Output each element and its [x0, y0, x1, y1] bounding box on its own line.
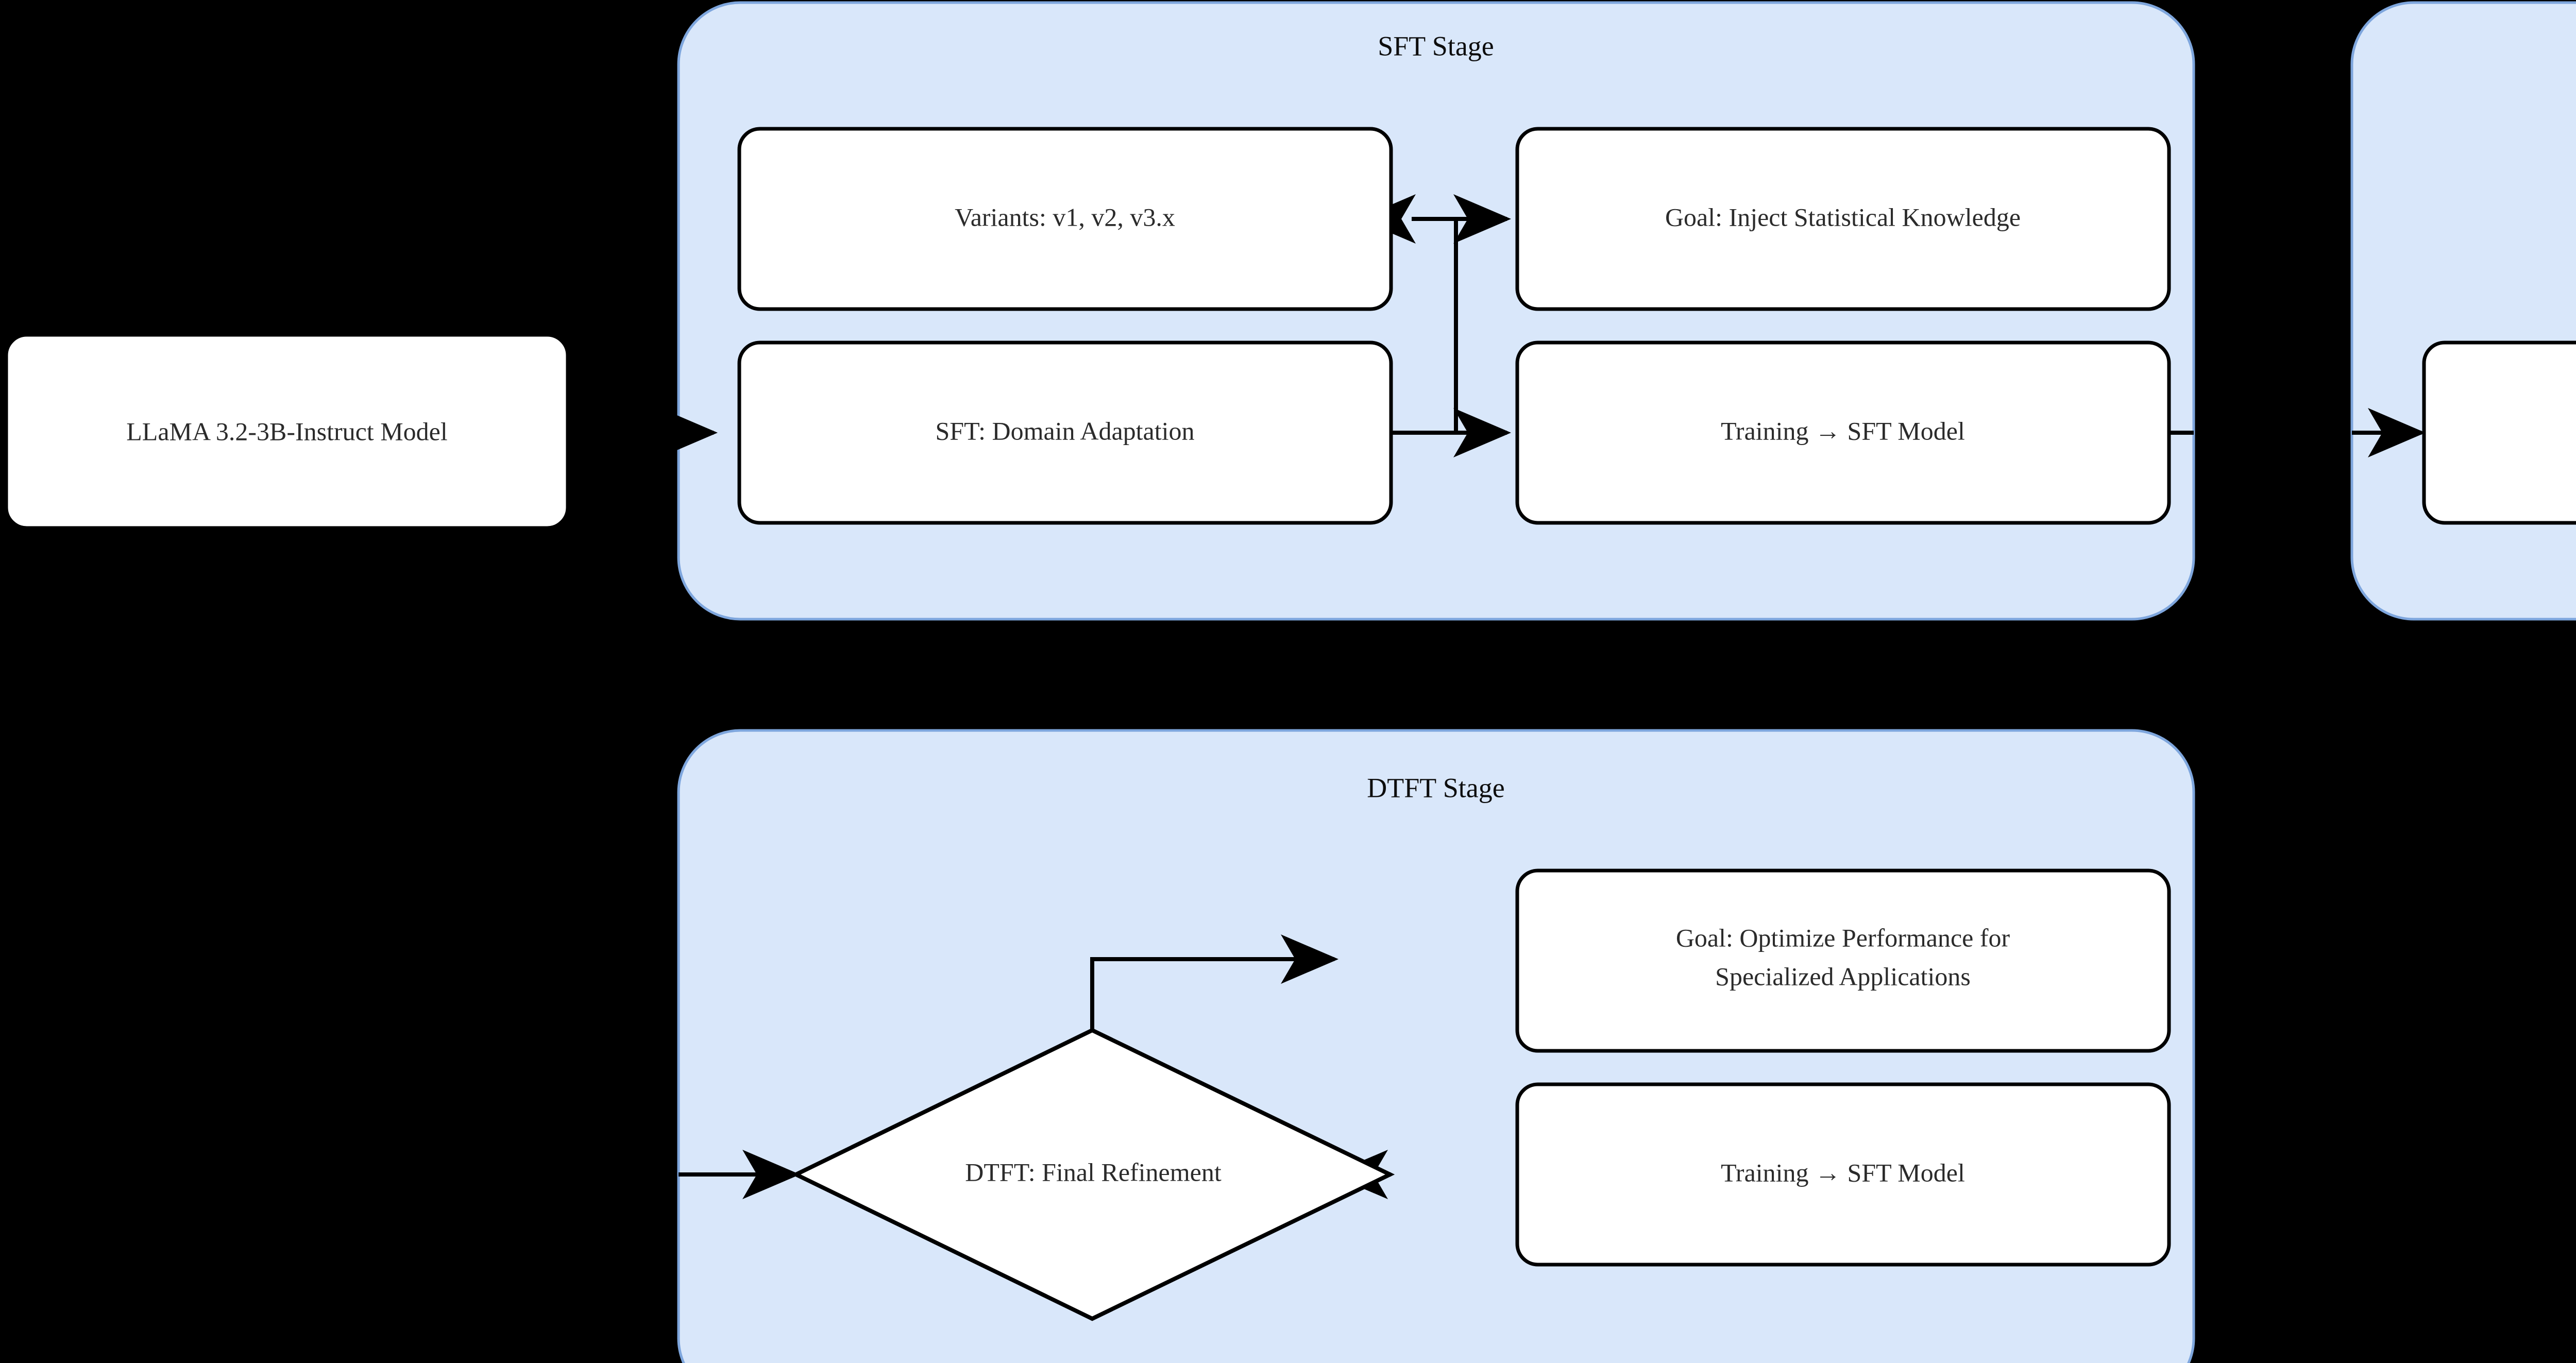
node-dtft-training[interactable]: Training → SFT Model [1515, 1082, 2171, 1267]
node-sft-process-label: SFT: Domain Adaptation [935, 416, 1194, 445]
node-dtft-decision-label: DTFT: Final Refinement [965, 1157, 1222, 1186]
edge-sft-process-to-sft-training [1391, 219, 1511, 457]
svg-text:SFT Stage: SFT Stage [1378, 30, 1494, 61]
node-sft-goal-label: Goal: Inject Statistical Knowledge [1665, 202, 2021, 231]
svg-text:DTFT Stage: DTFT Stage [1367, 772, 1505, 803]
node-entry-model-label: LLaMA 3.2-3B-Instruct Model [126, 417, 448, 446]
node-sft-process[interactable]: SFT: Domain Adaptation [737, 340, 1393, 525]
node-sft-variants-label: Variants: v1, v2, v3.x [955, 202, 1175, 231]
node-sft-training[interactable]: Training → SFT Model [1515, 340, 2171, 525]
node-dtft-goal-label-line1: Goal: Optimize Performance for [1676, 923, 2010, 952]
node-entry-model[interactable]: LLaMA 3.2-3B-Instruct Model [4, 333, 570, 530]
node-dtft-goal-label-line2: Specialized Applications [1715, 962, 1971, 991]
stage-title-dtft: DTFT Stage [1367, 772, 1505, 803]
node-dtft-decision[interactable]: DTFT: Final Refinement [791, 1028, 1395, 1321]
stage-container-rlhf [2350, 1, 2576, 621]
node-dtft-training-label: Training → SFT Model [1721, 1158, 1965, 1187]
node-sft-training-label: Training → SFT Model [1721, 416, 1965, 445]
node-rlhf-process[interactable]: RLHF: Behavior Alignment [2422, 340, 2576, 525]
node-sft-goal[interactable]: Goal: Inject Statistical Knowledge [1515, 127, 2171, 311]
edge-dtft-decision-to-dtft-goal [1090, 934, 1338, 1030]
node-dtft-goal[interactable]: Goal: Optimize Performance for Specializ… [1515, 868, 2171, 1053]
node-sft-variants[interactable]: Variants: v1, v2, v3.x [737, 127, 1393, 311]
stage-title-sft: SFT Stage [1378, 30, 1494, 61]
